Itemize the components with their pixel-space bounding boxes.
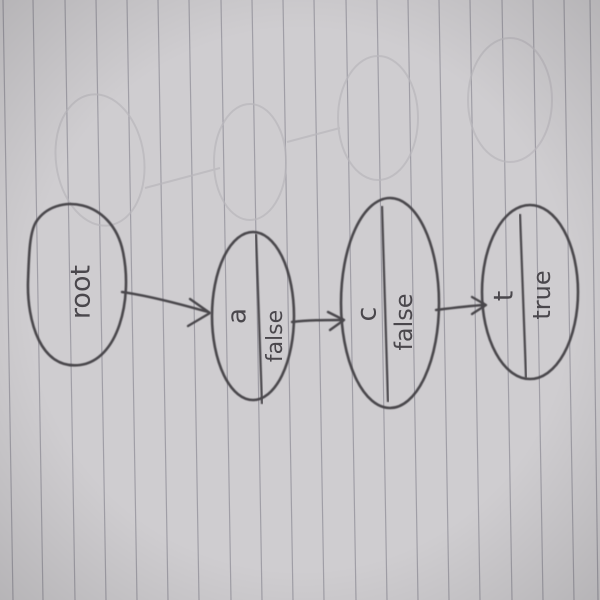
notebook-page: root a false c false t true: [0, 0, 600, 600]
diagram-canvas: root a false c false t true: [0, 0, 600, 600]
photo-vignette: [0, 0, 600, 600]
